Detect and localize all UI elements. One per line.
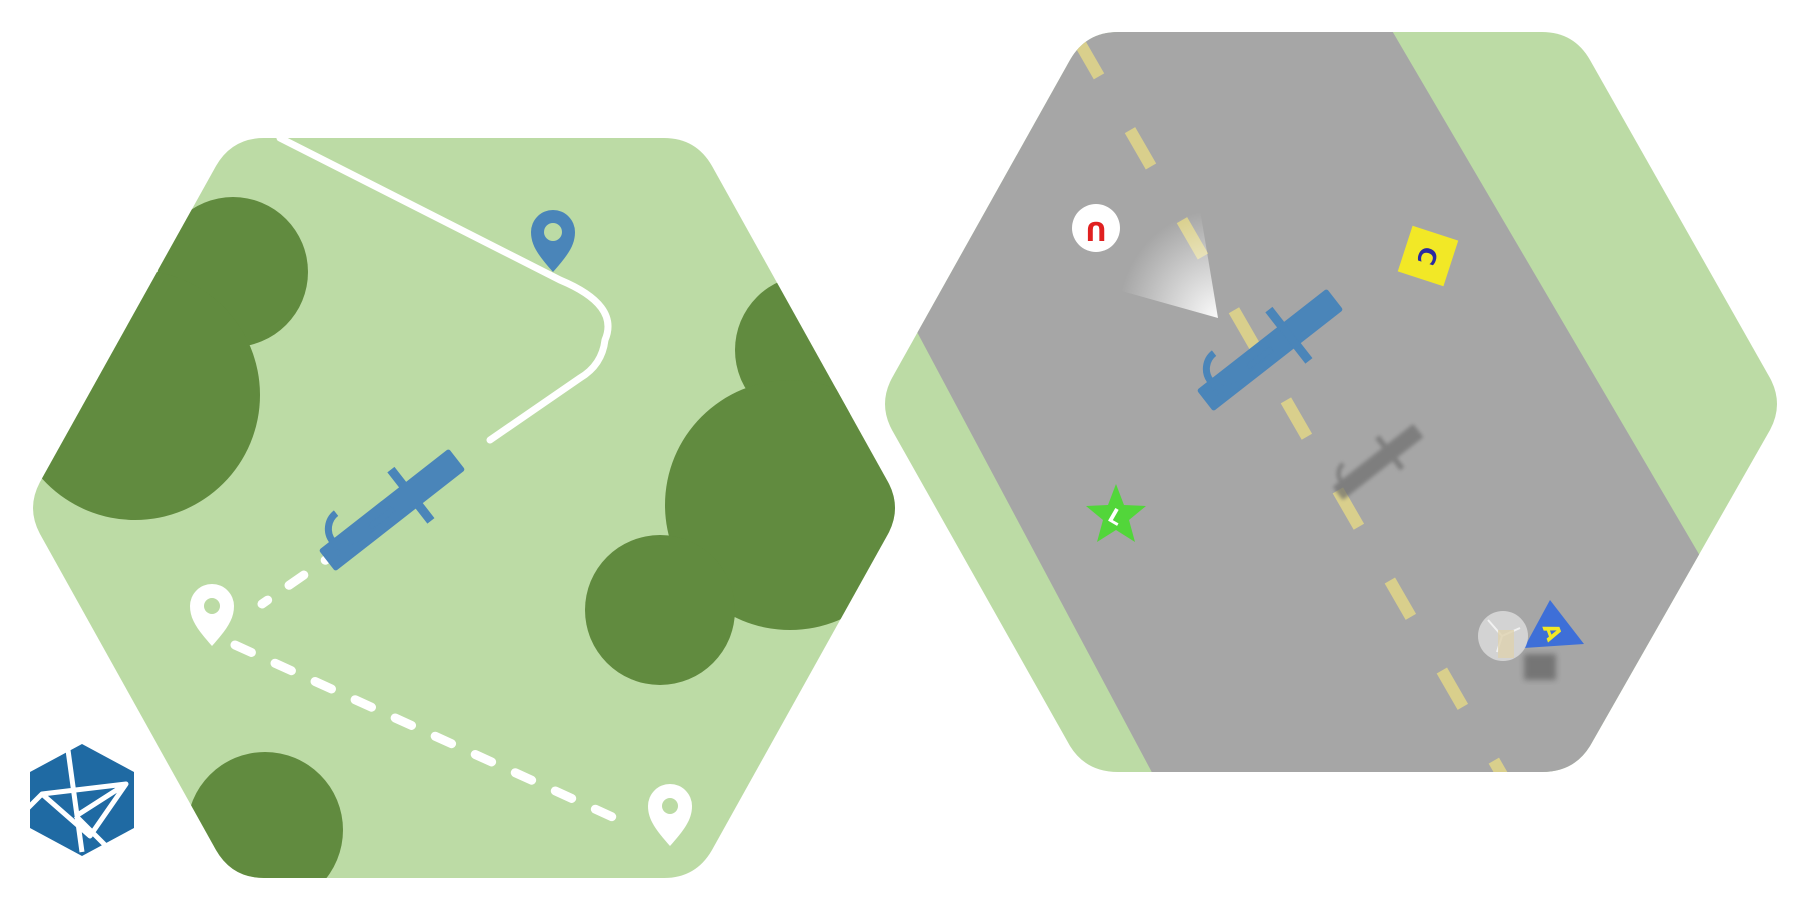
tree-canopy [33, 270, 260, 520]
target-star-marker[interactable]: L [1086, 484, 1146, 542]
target-misc-marker[interactable] [1478, 611, 1556, 680]
runway-center-line [1072, 37, 1511, 772]
map-pin-icon[interactable] [531, 210, 575, 272]
tree-canopy [585, 535, 735, 685]
route-completed-path [276, 134, 612, 444]
left-map-hex [33, 134, 895, 878]
target-square-marker[interactable]: C [1397, 225, 1459, 287]
map-pin-icon[interactable] [190, 584, 234, 646]
paper-plane-hexagon-logo[interactable] [24, 744, 134, 856]
target-circle-letter: U [1085, 215, 1106, 245]
map-pin-icon[interactable] [648, 784, 692, 846]
target-circle-marker[interactable]: U [1072, 204, 1120, 252]
tree-canopy [665, 380, 895, 630]
target-triangle-marker[interactable]: A [1524, 600, 1584, 648]
camera-view-cone [1118, 210, 1218, 318]
right-map-hex: U C L A [885, 32, 1777, 772]
